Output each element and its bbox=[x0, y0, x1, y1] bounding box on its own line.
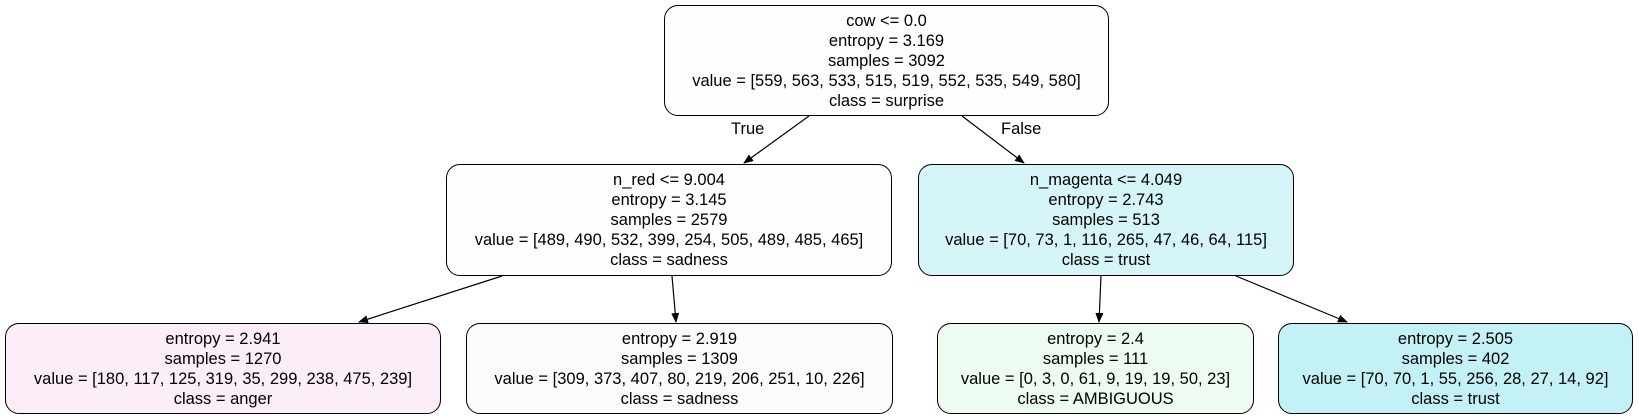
node-entropy: entropy = 2.743 bbox=[1048, 191, 1164, 209]
node-samples: samples = 111 bbox=[1042, 349, 1149, 368]
node-samples: samples = 402 bbox=[1401, 349, 1510, 368]
node-entropy: entropy = 3.145 bbox=[611, 191, 727, 209]
leaf-node-trust: entropy = 2.505 samples = 402 value = [7… bbox=[1278, 323, 1633, 414]
node-value: value = [180, 117, 125, 319, 35, 299, 23… bbox=[33, 369, 413, 388]
node-class: class = trust bbox=[1061, 251, 1151, 269]
node-split-condition: cow <= 0.0 bbox=[846, 11, 927, 30]
edge-label-true: True bbox=[731, 120, 765, 138]
node-value: value = [559, 563, 533, 515, 519, 552, 5… bbox=[692, 71, 1081, 90]
edge-n0-n2 bbox=[961, 115, 1025, 164]
node-class: class = trust bbox=[1411, 389, 1500, 408]
node-entropy: entropy = 2.505 bbox=[1397, 329, 1514, 348]
node-value: value = [309, 373, 407, 80, 219, 206, 25… bbox=[494, 369, 865, 388]
node-class: class = sadness bbox=[620, 389, 739, 408]
node-class: class = AMBIGUOUS bbox=[1017, 389, 1174, 408]
edge-n1-n4 bbox=[671, 275, 680, 323]
node-entropy: entropy = 2.4 bbox=[1047, 329, 1144, 348]
split-node-n-red: n_red <= 9.004 entropy = 3.145 samples =… bbox=[446, 164, 892, 276]
edge-n2-n6 bbox=[1235, 275, 1348, 323]
node-entropy: entropy = 2.941 bbox=[165, 329, 281, 348]
node-value: value = [70, 73, 1, 116, 265, 47, 46, 64… bbox=[945, 231, 1267, 249]
edge-n0-n1 bbox=[743, 115, 810, 164]
root-node: cow <= 0.0 entropy = 3.169 samples = 309… bbox=[664, 5, 1109, 116]
node-split-condition: n_magenta <= 4.049 bbox=[1029, 171, 1183, 189]
node-samples: samples = 513 bbox=[1052, 211, 1160, 229]
leaf-node-sadness: entropy = 2.919 samples = 1309 value = [… bbox=[466, 323, 893, 414]
edge-n1-n3 bbox=[358, 275, 503, 324]
node-value: value = [489, 490, 532, 399, 254, 505, 4… bbox=[474, 231, 864, 249]
node-samples: samples = 2579 bbox=[610, 211, 728, 229]
node-split-condition: n_red <= 9.004 bbox=[613, 171, 725, 189]
node-samples: samples = 1270 bbox=[164, 349, 282, 368]
edge-label-false: False bbox=[1001, 120, 1042, 138]
node-class: class = surprise bbox=[828, 91, 945, 110]
node-entropy: entropy = 3.169 bbox=[828, 31, 945, 50]
leaf-node-ambiguous: entropy = 2.4 samples = 111 value = [0, … bbox=[937, 323, 1254, 414]
edge-n2-n5 bbox=[1095, 275, 1104, 323]
leaf-node-anger: entropy = 2.941 samples = 1270 value = [… bbox=[5, 323, 441, 414]
node-class: class = anger bbox=[173, 389, 273, 408]
node-value: value = [0, 3, 0, 61, 9, 19, 19, 50, 23] bbox=[960, 369, 1231, 388]
node-entropy: entropy = 2.919 bbox=[621, 329, 738, 348]
node-samples: samples = 3092 bbox=[828, 51, 945, 70]
node-samples: samples = 1309 bbox=[621, 349, 738, 368]
node-value: value = [70, 70, 1, 55, 256, 28, 27, 14,… bbox=[1302, 369, 1609, 388]
node-class: class = sadness bbox=[610, 251, 728, 269]
split-node-n-magenta: n_magenta <= 4.049 entropy = 2.743 sampl… bbox=[918, 164, 1294, 276]
